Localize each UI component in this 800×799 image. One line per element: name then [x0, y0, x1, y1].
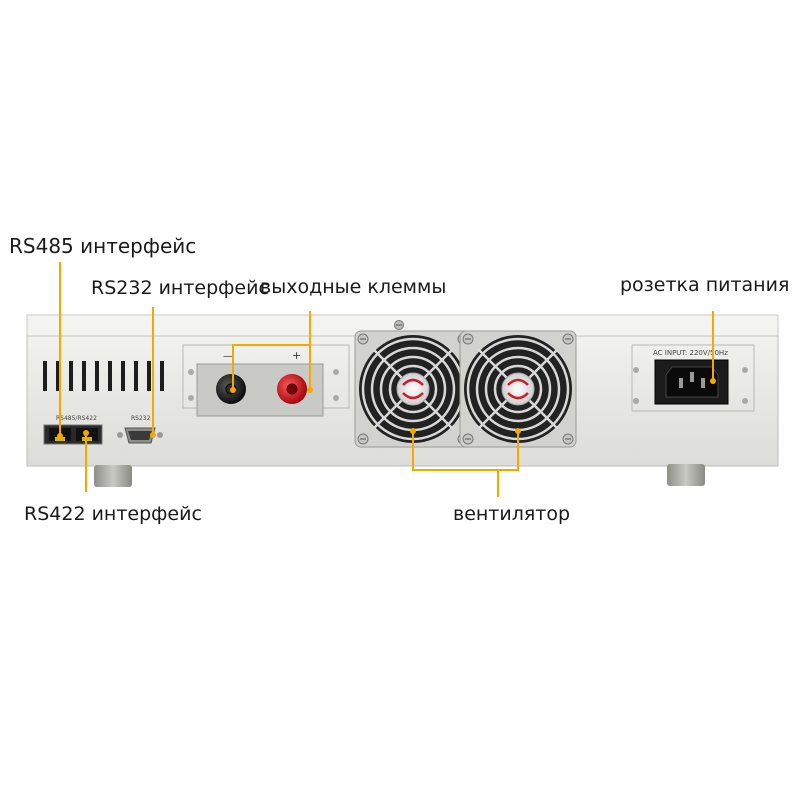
- rs232-port-label: RS232: [131, 415, 151, 422]
- leader-lines: [59, 262, 714, 497]
- vent-slot: [69, 361, 73, 391]
- vent-slot: [95, 361, 99, 391]
- vent-slots: [43, 361, 164, 391]
- ac-input-socket: [631, 344, 755, 412]
- callout-rs232-interface: RS232 интерфейс: [91, 277, 269, 299]
- vent-slot: [160, 361, 164, 391]
- callout-rs485-interface: RS485 интерфейс: [9, 234, 197, 258]
- vent-slot: [108, 361, 112, 391]
- vent-slot: [82, 361, 86, 391]
- rs232-port: [117, 427, 163, 444]
- leader-dots: [57, 378, 716, 439]
- fan-right: [459, 330, 577, 448]
- ac-input-label: AC INPUT: 220V/50Hz: [653, 349, 728, 357]
- rs485-rs422-port-label: RS485/RS422: [56, 415, 97, 422]
- positive-terminal: [277, 374, 307, 404]
- vent-slot: [147, 361, 151, 391]
- terminal-minus-sign: —: [223, 351, 233, 362]
- vent-slot: [121, 361, 125, 391]
- callout-output-terminals: выходные клеммы: [260, 276, 447, 298]
- vent-slot: [43, 361, 47, 391]
- vent-slot: [56, 361, 60, 391]
- chassis-feet: [94, 464, 705, 487]
- callout-power-socket: розетка питания: [620, 274, 790, 296]
- rs485-rs422-ports: [43, 424, 103, 445]
- vent-slot: [134, 361, 138, 391]
- top-screw: [394, 320, 404, 330]
- callout-rs422-interface: RS422 интерфейс: [24, 503, 202, 525]
- terminal-plus-sign: +: [292, 349, 301, 362]
- callout-fan: вентилятор: [453, 503, 571, 525]
